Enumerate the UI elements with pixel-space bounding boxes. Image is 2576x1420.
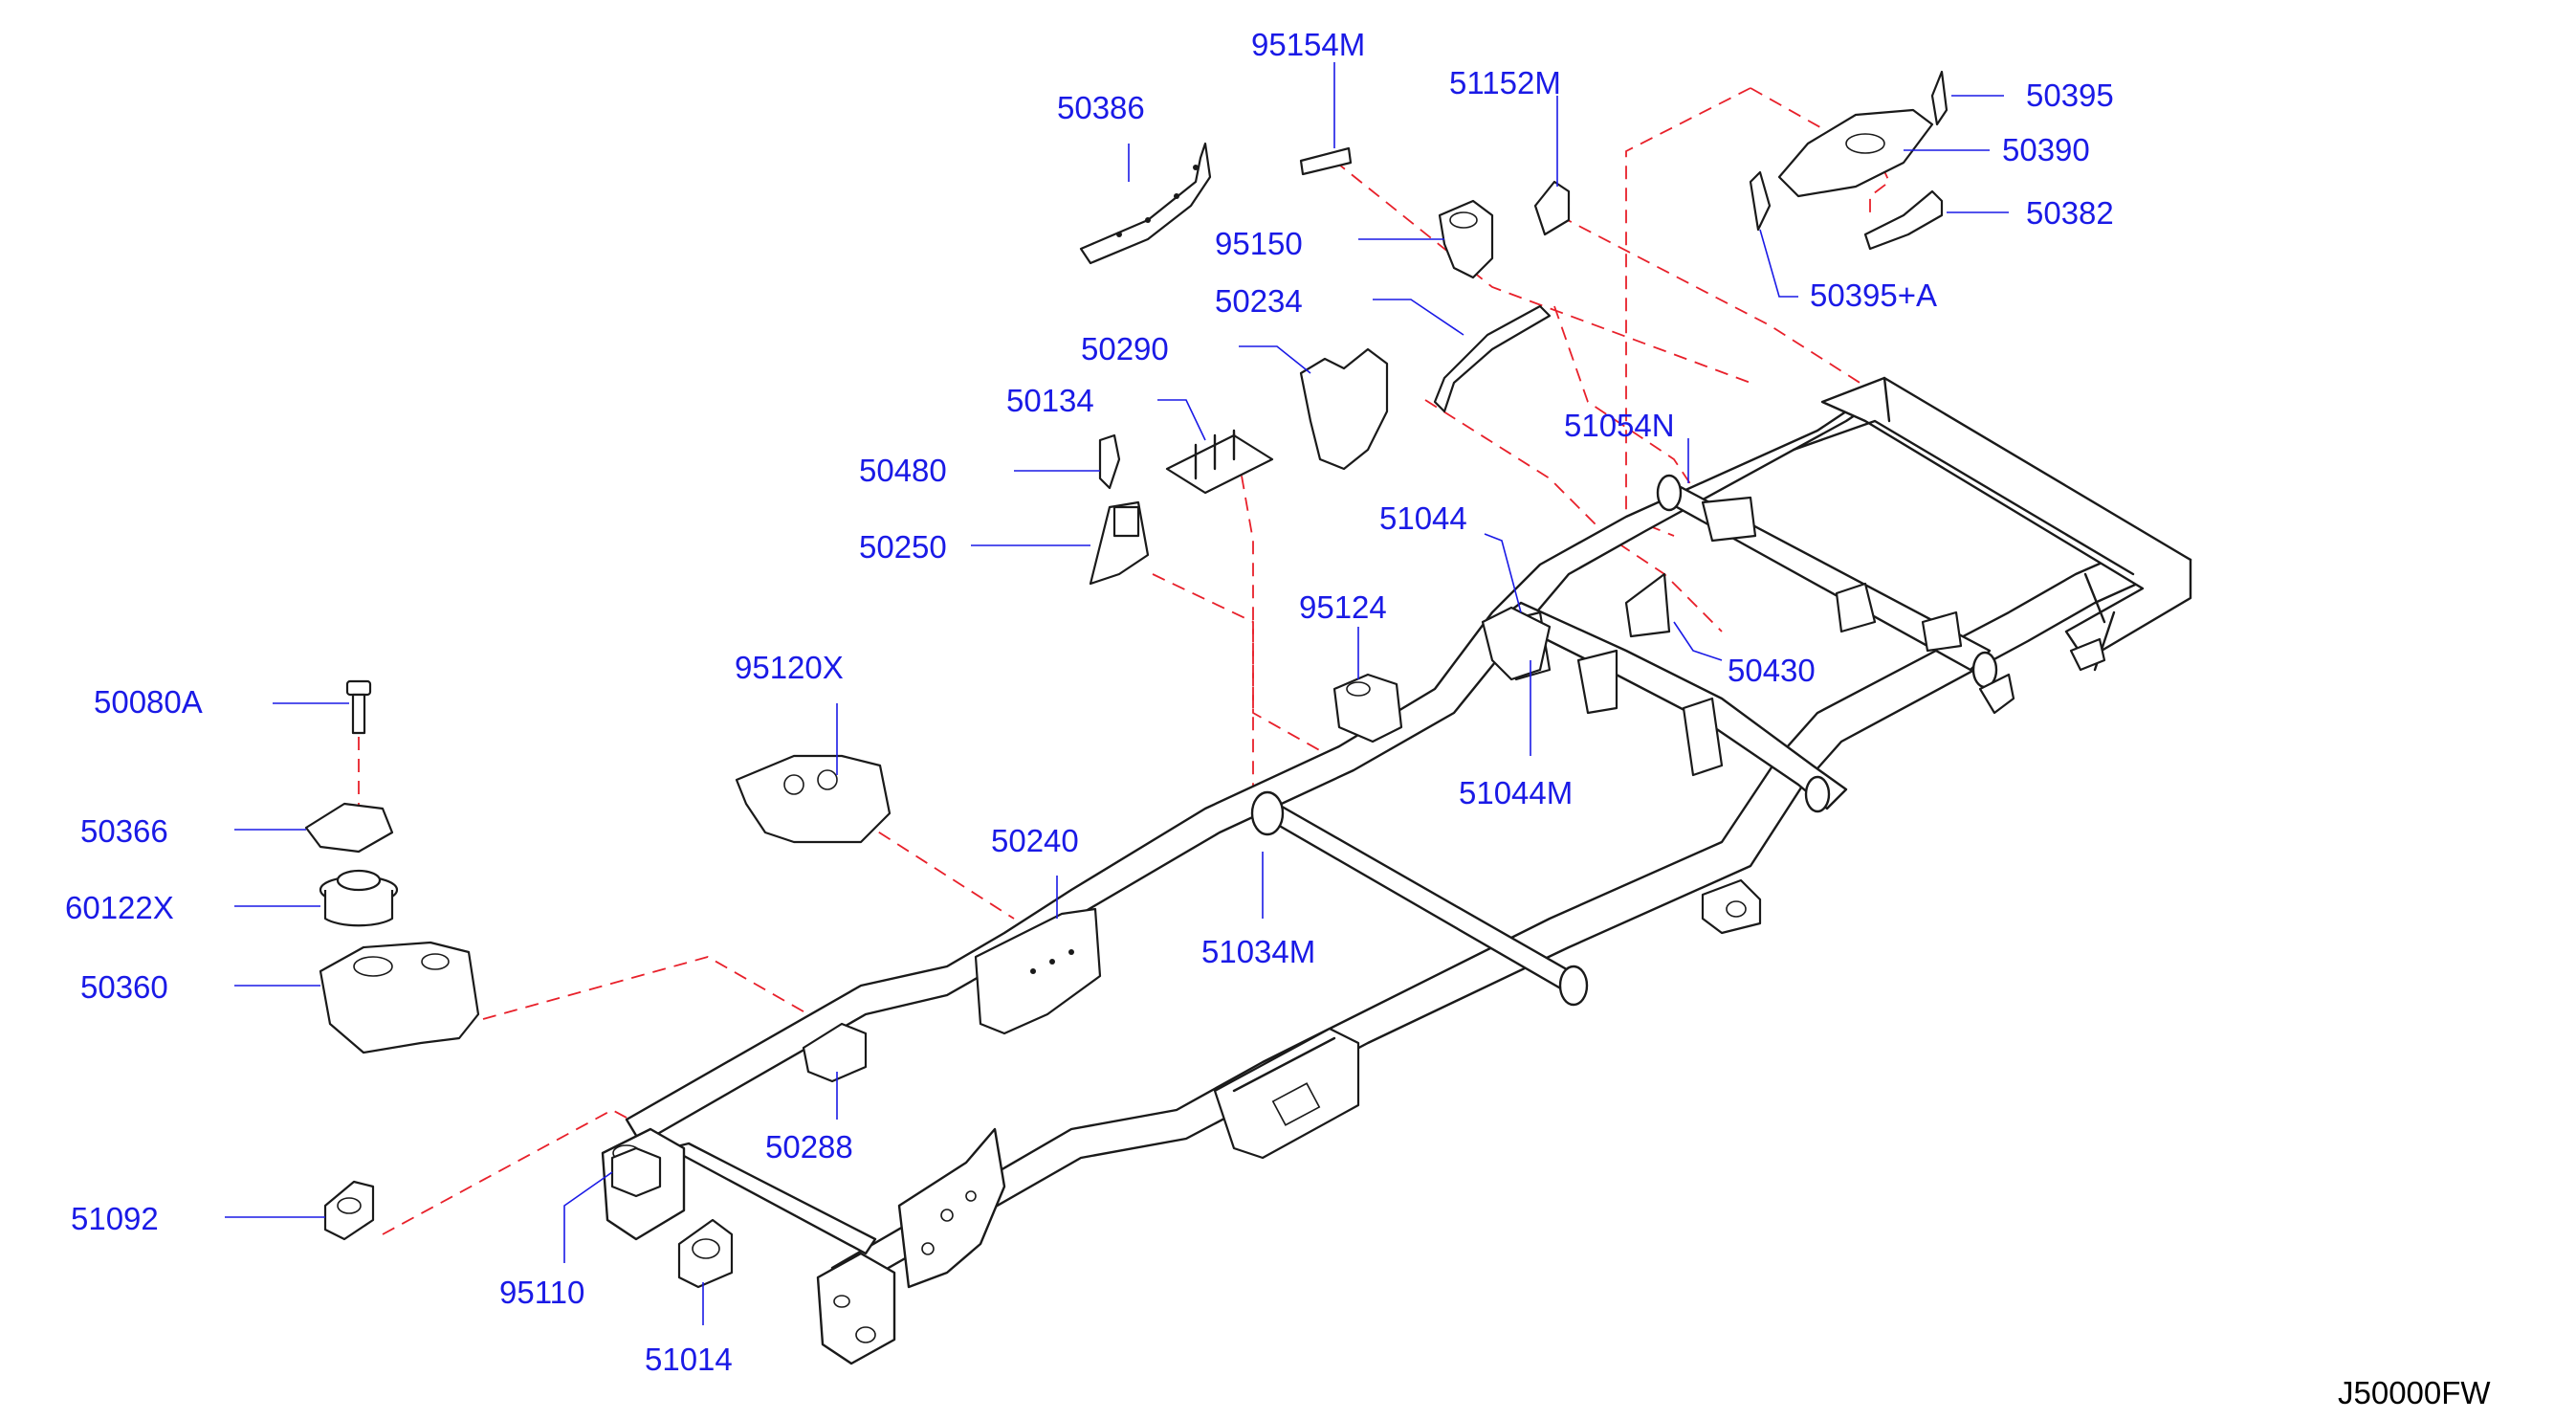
part-label-95154M[interactable]: 95154M	[1251, 27, 1365, 62]
part-50480-clip	[1098, 433, 1121, 490]
part-label-50480[interactable]: 50480	[859, 453, 947, 488]
part-label-95120X[interactable]: 95120X	[735, 650, 844, 685]
part-label-50430[interactable]: 50430	[1728, 653, 1816, 688]
part-label-51092[interactable]: 51092	[71, 1201, 159, 1236]
part-51152M-bracket	[1533, 180, 1571, 236]
part-label-50395A[interactable]: 50395+A	[1810, 277, 1937, 313]
part-label-50234[interactable]: 50234	[1215, 283, 1303, 319]
parts-illustrations	[304, 70, 1949, 1289]
part-95154M-strip	[1299, 146, 1353, 176]
part-50386-plate	[1079, 142, 1212, 265]
part-label-50386[interactable]: 50386	[1057, 90, 1145, 125]
part-label-95150[interactable]: 95150	[1215, 226, 1303, 261]
part-50382-bracket	[1863, 189, 1944, 251]
part-50390-cover	[1777, 108, 1934, 198]
part-label-95110[interactable]: 95110	[499, 1275, 584, 1310]
leader-lines	[225, 62, 2009, 1325]
part-50430-bracket	[1624, 572, 1671, 638]
part-label-50240[interactable]: 50240	[991, 823, 1079, 858]
part-label-50360[interactable]: 50360	[80, 969, 168, 1005]
rear-mid-crossmember	[1500, 601, 1848, 810]
part-label-50288[interactable]: 50288	[765, 1129, 853, 1165]
front-right-bracket	[897, 1127, 1006, 1289]
part-50240-plate	[974, 907, 1102, 1035]
part-50366-washer	[304, 802, 394, 854]
part-label-50290[interactable]: 50290	[1081, 331, 1169, 366]
part-label-50250[interactable]: 50250	[859, 529, 947, 565]
part-label-95124[interactable]: 95124	[1299, 589, 1387, 625]
part-50290-bracket	[1299, 347, 1389, 471]
part-label-50390[interactable]: 50390	[2002, 132, 2090, 167]
part-label-50134[interactable]: 50134	[1006, 383, 1094, 418]
part-label-51034M[interactable]: 51034M	[1201, 934, 1315, 969]
part-50395-clip	[1930, 70, 1949, 126]
right-rail-box	[1213, 1027, 1360, 1160]
part-label-51044[interactable]: 51044	[1379, 500, 1467, 536]
part-label-50382[interactable]: 50382	[2026, 195, 2114, 231]
part-50288-bracket	[802, 1022, 868, 1083]
part-95110-mount	[610, 1146, 662, 1198]
chassis-frame	[601, 376, 2192, 1365]
part-label-51044M[interactable]: 51044M	[1459, 775, 1573, 810]
part-50134-plate	[1165, 433, 1274, 495]
part-50360-bracket	[319, 941, 480, 1054]
part-50080A-bolt	[345, 679, 372, 735]
front-right-horn	[816, 1252, 896, 1365]
part-number-labels: 95154M 51152M 50395 50386 50390 50382 95…	[65, 27, 2114, 1377]
part-label-51054N[interactable]: 51054N	[1564, 408, 1675, 443]
part-50395A-clip	[1749, 170, 1772, 232]
part-50234-rail	[1433, 304, 1552, 413]
part-60122X-insulator	[319, 869, 399, 927]
front-crossmember	[668, 1142, 877, 1255]
diagram-code: J50000FW	[2338, 1375, 2491, 1410]
part-label-51152M[interactable]: 51152M	[1449, 65, 1561, 100]
part-label-60122X[interactable]: 60122X	[65, 890, 174, 925]
part-51044-bracket	[1481, 606, 1552, 681]
part-label-51014[interactable]: 51014	[645, 1342, 733, 1377]
part-label-50395[interactable]: 50395	[2026, 78, 2114, 113]
part-label-50366[interactable]: 50366	[80, 813, 168, 849]
part-95120X-bracket	[735, 754, 892, 844]
part-label-50080A[interactable]: 50080A	[94, 684, 203, 720]
